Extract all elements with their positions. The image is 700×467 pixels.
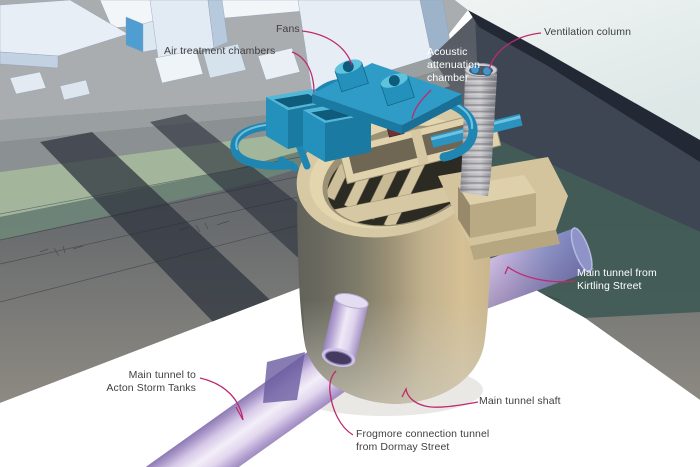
shaft-platform-front [470, 230, 560, 260]
label-fans: Fans [276, 23, 300, 35]
label-frogmore-connection-tunnel: Frogmore connection tunnel from Dormay S… [356, 428, 490, 453]
column-ribs [460, 63, 497, 196]
building-block [9, 71, 47, 95]
pit-wall-face [0, 70, 450, 172]
label-acoustic-attenuation-chamber: Acoustic attenuation chamber [427, 46, 481, 84]
water-band-dark [0, 126, 396, 240]
pit-edge-band [468, 10, 700, 162]
frogmore-connection-tunnel [321, 293, 369, 368]
building-block [257, 47, 301, 81]
fan-units [334, 59, 415, 107]
leader-kirtling [504, 265, 576, 283]
stub-shadow-on-tunnel [263, 352, 305, 403]
leader-ventilation-column [488, 32, 542, 70]
ventilation-column [460, 63, 498, 196]
building-block [202, 43, 247, 79]
building-block [0, 0, 129, 57]
leader-fans [301, 30, 353, 66]
column-base-top [458, 175, 536, 205]
leader-shaft [401, 386, 479, 408]
label-main-tunnel-shaft: Main tunnel shaft [479, 395, 561, 407]
pit-wall-right-blue [475, 15, 700, 232]
leader-acton [199, 377, 244, 421]
column-base-left [458, 186, 470, 238]
surface-top-right [455, 0, 700, 140]
leader-lines [199, 30, 576, 436]
tunnel-mouth-inner [324, 350, 353, 366]
label-main-tunnel-acton: Main tunnel to Acton Storm Tanks [106, 369, 196, 394]
column-duct-1 [470, 64, 480, 75]
label-main-tunnel-kirtling: Main tunnel from Kirtling Street [577, 267, 657, 292]
building-side [0, 51, 59, 69]
building-block [154, 49, 204, 84]
leader-acoustic [411, 89, 432, 120]
building-tower-side [207, 0, 229, 49]
leader-air-treatment [291, 51, 315, 94]
pit-wall-top [0, 58, 440, 142]
leader-frogmore [329, 370, 354, 436]
label-air-treatment-chambers: Air treatment chambers [164, 45, 276, 57]
label-ventilation-column: Ventilation column [544, 26, 632, 38]
column-base-front [470, 193, 536, 238]
building-block [59, 79, 91, 101]
air-treatment-plant [230, 59, 478, 172]
column-duct-2 [482, 66, 492, 76]
